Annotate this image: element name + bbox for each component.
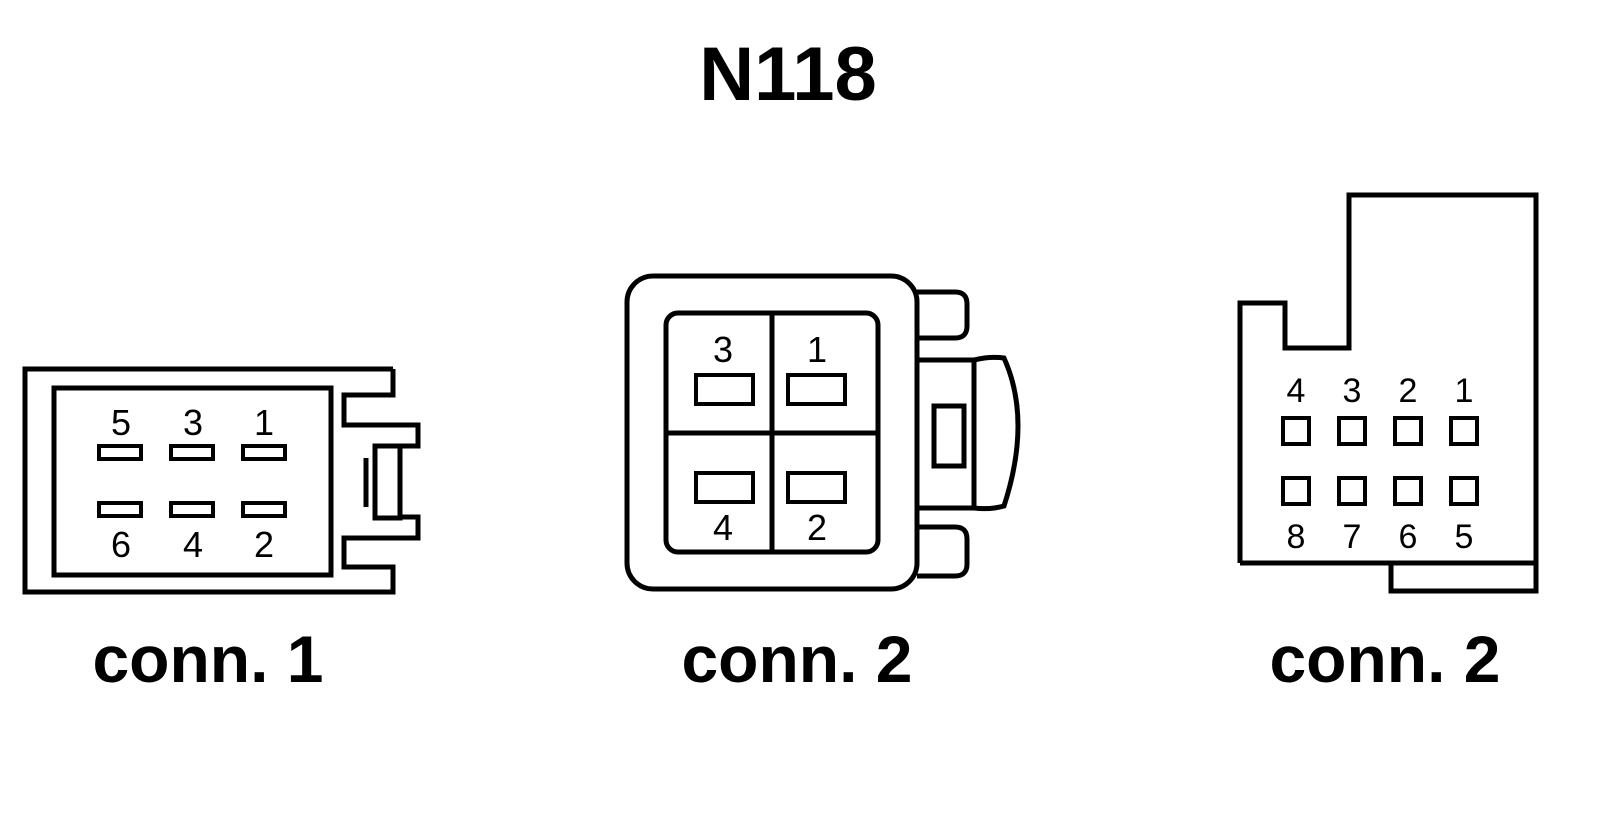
pin-label: 3: [713, 329, 733, 370]
pin-label: 5: [111, 402, 131, 443]
pin-label: 6: [1399, 518, 1418, 556]
connector-3-pins: [1281, 416, 1479, 506]
pin-label: 3: [1343, 372, 1362, 410]
pin-2: [1393, 416, 1423, 446]
pin-label: 3: [183, 402, 203, 443]
pin-label: 4: [1287, 372, 1306, 410]
pin-label: 8: [1287, 518, 1306, 556]
pin-1: [241, 444, 287, 461]
connector-2-pin-labels: 3 1 4 2: [713, 329, 827, 548]
pin-1: [1449, 416, 1479, 446]
connector-2-pins: [694, 373, 847, 504]
pin-label: 4: [183, 524, 203, 565]
pin-label: 1: [1455, 372, 1474, 410]
pin-4: [694, 471, 755, 504]
pin-4: [1281, 416, 1311, 446]
pin-label: 5: [1455, 518, 1474, 556]
connector-2-housing: [624, 273, 1021, 592]
connector-3-housing: [1237, 192, 1539, 594]
pin-6: [97, 501, 143, 518]
pin-label: 2: [1399, 372, 1418, 410]
pin-label: 4: [713, 507, 733, 548]
connector-3: 4 3 2 1 8 7 6 5 conn. 2: [1237, 192, 1539, 696]
pin-3: [1337, 416, 1367, 446]
pin-2: [241, 501, 287, 518]
pin-3: [694, 373, 755, 406]
connector-1-caption: conn. 1: [92, 622, 323, 696]
pin-5: [1449, 476, 1479, 506]
connector-1-pins: [97, 444, 287, 518]
connector-1: 5 3 1 6 4 2 conn. 1: [22, 366, 421, 696]
pin-2: [786, 471, 847, 504]
connector-1-housing: [22, 366, 421, 595]
pin-label: 2: [807, 507, 827, 548]
pin-label: 7: [1343, 518, 1362, 556]
diagram-title: N118: [699, 32, 877, 117]
connector-3-pin-labels: 4 3 2 1 8 7 6 5: [1287, 372, 1474, 556]
pin-label: 6: [111, 524, 131, 565]
pin-label: 1: [254, 402, 274, 443]
connector-2: 3 1 4 2 conn. 2: [624, 273, 1021, 696]
pin-6: [1393, 476, 1423, 506]
pin-4: [169, 501, 215, 518]
connector-3-caption: conn. 2: [1269, 622, 1500, 696]
connector-1-pin-labels: 5 3 1 6 4 2: [111, 402, 274, 565]
pin-1: [786, 373, 847, 406]
connector-2-caption: conn. 2: [681, 622, 912, 696]
pin-7: [1337, 476, 1367, 506]
pin-8: [1281, 476, 1311, 506]
pin-5: [97, 444, 143, 461]
pin-label: 2: [254, 524, 274, 565]
pin-label: 1: [807, 329, 827, 370]
pin-3: [169, 444, 215, 461]
